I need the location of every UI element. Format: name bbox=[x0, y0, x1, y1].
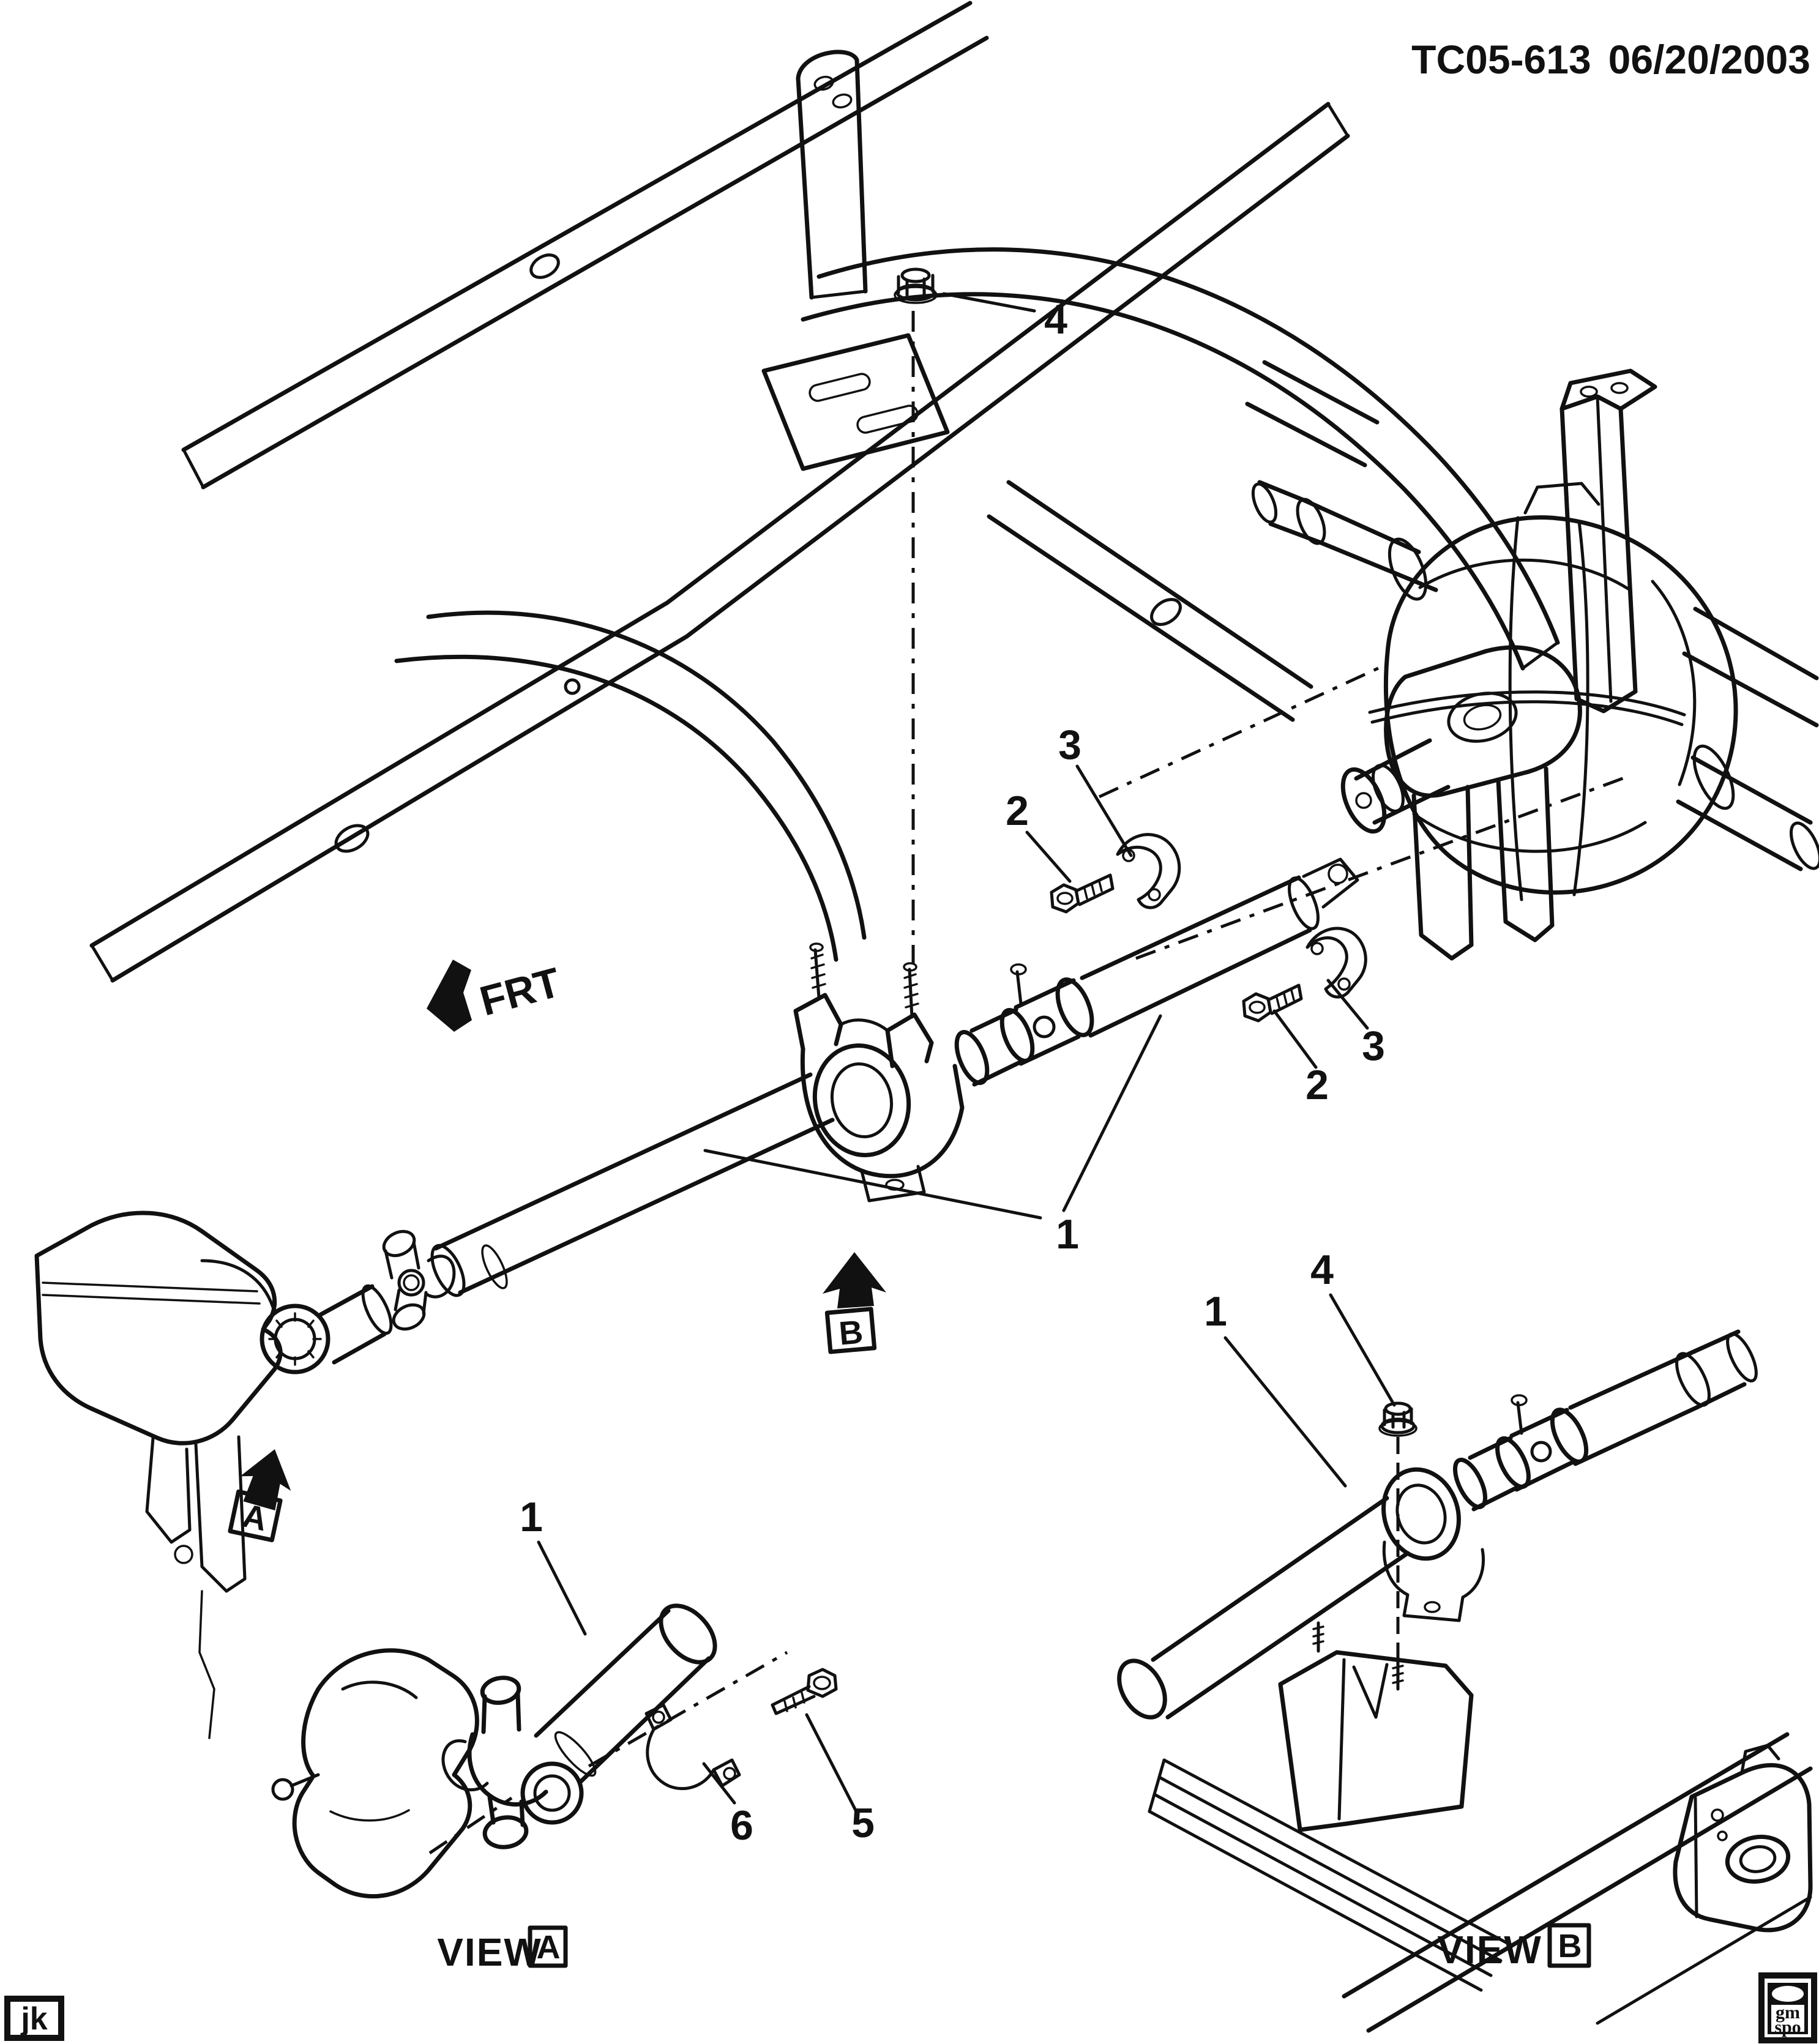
double-cardan-joint bbox=[954, 963, 1094, 1087]
callout-part4: 4 bbox=[1044, 296, 1067, 343]
callout-view-b-part1: 1 bbox=[1204, 1288, 1227, 1335]
view-b-detail: 1 4 VIEW B bbox=[1117, 1247, 1813, 2033]
callout-part2-lower: 2 bbox=[1305, 1062, 1329, 1108]
bearing-strap-lower bbox=[1305, 927, 1367, 999]
leader-part3-lower bbox=[1326, 979, 1369, 1030]
frt-label: FRT bbox=[475, 959, 565, 1025]
view-b-label: VIEW bbox=[1437, 1928, 1542, 1972]
leader-view-b-part4 bbox=[1329, 1293, 1396, 1407]
strap-clamp-view-a bbox=[644, 1703, 741, 1791]
view-b-letter: B bbox=[1558, 1928, 1582, 1964]
gm-spo-logo: gm spo bbox=[1758, 1972, 1817, 2043]
view-b-title: VIEW B bbox=[1437, 1923, 1591, 1972]
logo-line1: gm bbox=[1776, 2002, 1800, 2023]
front-u-joint bbox=[382, 1229, 456, 1331]
callout-part1-main: 1 bbox=[1056, 1211, 1079, 1258]
section-arrow-b: B bbox=[823, 1252, 886, 1354]
document-code-date: TC05-613 06/20/2003 bbox=[1411, 37, 1810, 82]
section-letter-a: A bbox=[239, 1498, 271, 1539]
leader-view-a-part1 bbox=[537, 1540, 587, 1636]
callout-part2-upper: 2 bbox=[1006, 788, 1029, 834]
view-a-letter: A bbox=[537, 1929, 561, 1966]
bearing-strap-upper bbox=[1116, 833, 1181, 909]
frt-arrow-icon bbox=[427, 960, 472, 1032]
callout-view-a-part1: 1 bbox=[520, 1494, 543, 1540]
view-b-arrow-icon bbox=[823, 1252, 886, 1308]
frame-clevis-bracket bbox=[1384, 645, 1582, 961]
section-letter-b: B bbox=[837, 1313, 864, 1352]
centerline-lower bbox=[1135, 774, 1630, 960]
vehicle-frame bbox=[89, 1, 1819, 983]
flange-nut-view-b bbox=[1378, 1401, 1417, 1437]
callout-view-a-part6: 6 bbox=[730, 1802, 753, 1849]
slip-yoke-splined-end bbox=[260, 1304, 331, 1374]
frame-post-bracket bbox=[796, 50, 868, 300]
propeller-shaft-assembly bbox=[260, 267, 1630, 1374]
callout-part3-upper: 3 bbox=[1058, 722, 1081, 768]
view-a-label: VIEW bbox=[437, 1930, 542, 1974]
frt-indicator: FRT bbox=[427, 959, 566, 1032]
frame-right-pillar bbox=[1559, 368, 1657, 714]
leader-part3-upper bbox=[1075, 764, 1133, 857]
leader-part2-upper bbox=[1025, 830, 1072, 883]
leader-view-a-part5 bbox=[805, 1713, 859, 1815]
cv-joint-view-b bbox=[1452, 1329, 1758, 1512]
strap-bolt-view-a bbox=[771, 1668, 838, 1715]
callout-view-b-part4: 4 bbox=[1310, 1247, 1334, 1293]
rear-axle-differential bbox=[1251, 480, 1819, 901]
frame-mount-plate bbox=[761, 333, 950, 471]
logo-line2: spo bbox=[1774, 2017, 1801, 2037]
strap-bolt-upper bbox=[1050, 873, 1115, 914]
leader-part4 bbox=[942, 292, 1036, 313]
document-code: TC05-613 bbox=[1411, 37, 1591, 82]
leader-part1-right bbox=[1062, 1014, 1162, 1212]
header: TC05-613 06/20/2003 bbox=[1411, 37, 1810, 82]
artist-initials: jk bbox=[20, 2001, 47, 2037]
leader-part1-left bbox=[703, 1149, 1042, 1220]
crossmember-mount-view-b bbox=[1278, 1621, 1474, 1832]
transfer-case bbox=[34, 1210, 283, 1739]
frame-bracket-view-b bbox=[1673, 1744, 1813, 1933]
leader-view-a-part6 bbox=[702, 1762, 736, 1805]
leader-view-b-part1 bbox=[1223, 1336, 1347, 1488]
view-a-title: VIEW A bbox=[437, 1925, 568, 1974]
center-support-bearing bbox=[793, 942, 965, 1203]
callout-view-a-part5: 5 bbox=[851, 1800, 875, 1846]
strap-bolt-lower bbox=[1242, 983, 1303, 1023]
view-a-detail: 1 6 5 VIEW A bbox=[271, 1494, 875, 1974]
main-callouts: 4 3 2 1 2 3 bbox=[703, 292, 1385, 1258]
leader-part2-lower bbox=[1272, 1009, 1318, 1069]
flange-nut-main bbox=[894, 267, 938, 304]
corner-marks: jk gm spo bbox=[4, 1972, 1817, 2043]
document-date: 06/20/2003 bbox=[1608, 37, 1810, 82]
callout-part3-lower: 3 bbox=[1362, 1023, 1385, 1069]
center-bearing-view-b bbox=[1381, 1467, 1485, 1622]
u-joint-cross bbox=[441, 1676, 584, 1849]
centerline-upper bbox=[1098, 665, 1382, 799]
